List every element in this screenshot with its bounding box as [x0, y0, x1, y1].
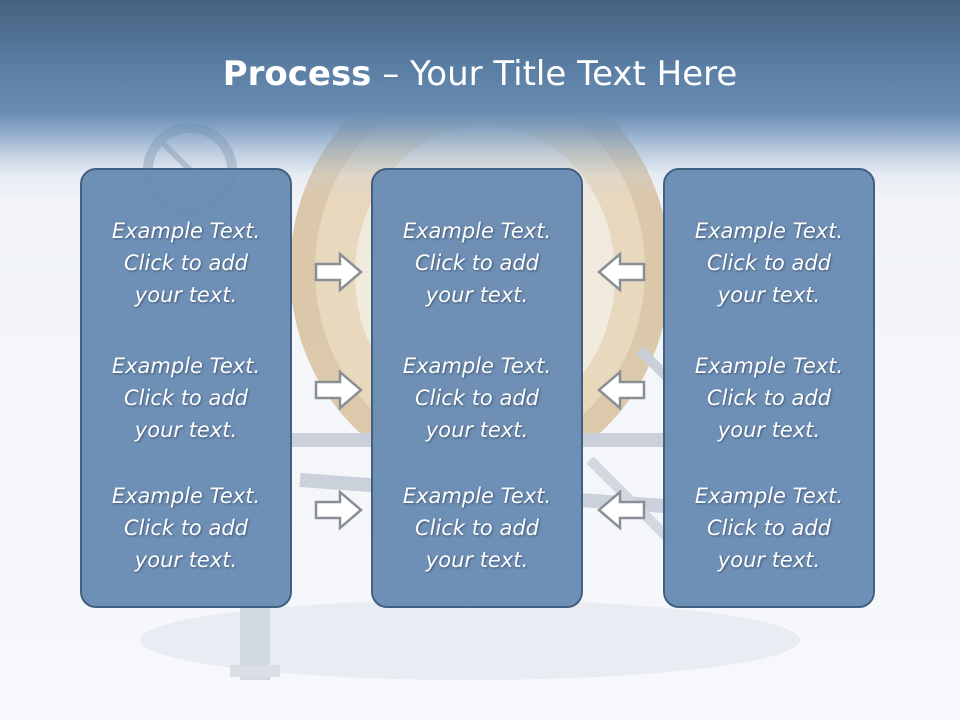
- right-item-3[interactable]: Example Text. Click to add your text.: [665, 480, 873, 576]
- text-line: Example Text.: [402, 219, 552, 243]
- arrow-right-icon: [314, 370, 363, 410]
- title-banner: [0, 0, 960, 200]
- center-item-3[interactable]: Example Text. Click to add your text.: [373, 480, 581, 576]
- arrow-left-icon: [597, 252, 646, 292]
- left-item-2[interactable]: Example Text. Click to add your text.: [82, 350, 290, 446]
- center-item-2[interactable]: Example Text. Click to add your text.: [373, 350, 581, 446]
- text-line: Example Text.: [402, 354, 552, 378]
- text-line: Click to add: [123, 251, 248, 275]
- center-item-1[interactable]: Example Text. Click to add your text.: [373, 215, 581, 311]
- text-line: Example Text.: [694, 219, 844, 243]
- text-line: Example Text.: [694, 484, 844, 508]
- text-line: your text.: [425, 418, 529, 442]
- text-line: Click to add: [706, 251, 831, 275]
- arrow-left-icon: [597, 370, 646, 410]
- arrow-right-icon: [314, 252, 363, 292]
- left-item-3[interactable]: Example Text. Click to add your text.: [82, 480, 290, 576]
- text-line: Example Text.: [694, 354, 844, 378]
- text-line: Click to add: [123, 516, 248, 540]
- text-line: your text.: [425, 548, 529, 572]
- text-line: your text.: [425, 283, 529, 307]
- text-line: Example Text.: [111, 219, 261, 243]
- text-line: Click to add: [414, 386, 539, 410]
- text-line: Example Text.: [402, 484, 552, 508]
- text-line: your text.: [134, 283, 238, 307]
- text-line: Click to add: [414, 251, 539, 275]
- arrow-right-icon: [314, 490, 363, 530]
- title-bold-text: Process: [222, 54, 372, 94]
- title-rest-text: – Your Title Text Here: [371, 54, 738, 94]
- arrow-left-icon: [597, 490, 646, 530]
- text-line: Click to add: [706, 386, 831, 410]
- text-line: your text.: [717, 283, 821, 307]
- right-item-2[interactable]: Example Text. Click to add your text.: [665, 350, 873, 446]
- center-text-box[interactable]: Example Text. Click to add your text. Ex…: [371, 168, 583, 608]
- text-line: Example Text.: [111, 354, 261, 378]
- left-text-box[interactable]: Example Text. Click to add your text. Ex…: [80, 168, 292, 608]
- page-title[interactable]: Process – Your Title Text Here: [0, 52, 960, 96]
- text-line: Example Text.: [111, 484, 261, 508]
- text-line: your text.: [134, 548, 238, 572]
- right-item-1[interactable]: Example Text. Click to add your text.: [665, 215, 873, 311]
- text-line: Click to add: [706, 516, 831, 540]
- text-line: Click to add: [414, 516, 539, 540]
- text-line: your text.: [717, 548, 821, 572]
- right-text-box[interactable]: Example Text. Click to add your text. Ex…: [663, 168, 875, 608]
- left-item-1[interactable]: Example Text. Click to add your text.: [82, 215, 290, 311]
- text-line: your text.: [134, 418, 238, 442]
- text-line: your text.: [717, 418, 821, 442]
- text-line: Click to add: [123, 386, 248, 410]
